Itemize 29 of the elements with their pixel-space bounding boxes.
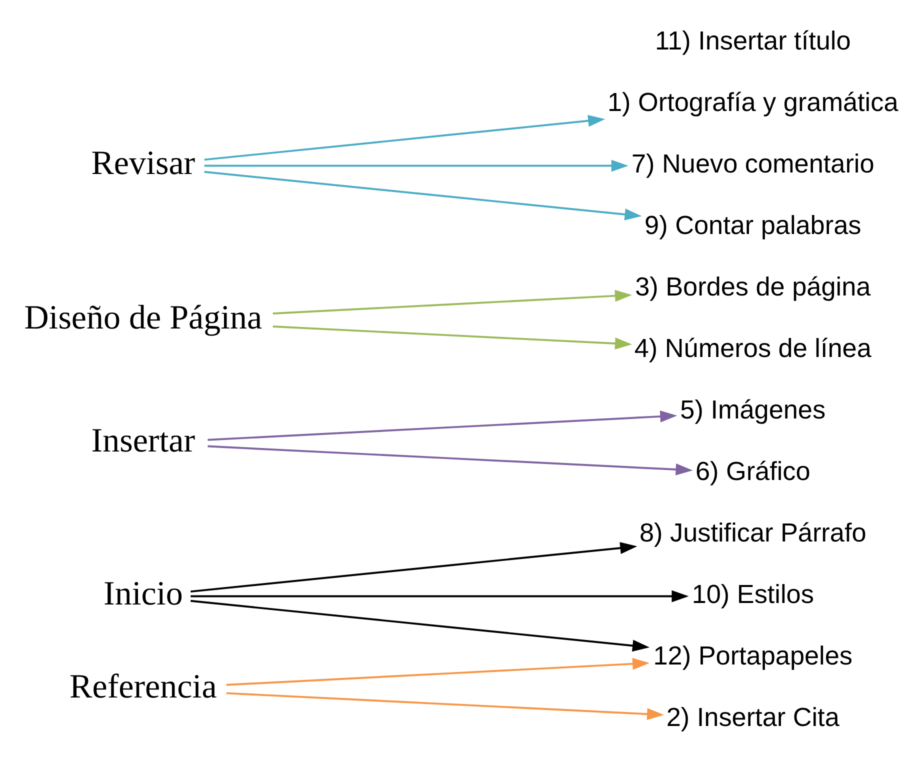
node-text: 7) Nuevo comentario — [631, 148, 874, 178]
arrow — [226, 692, 664, 720]
arrow — [208, 444, 693, 475]
node-text: 1) Ortografía y gramática — [608, 86, 898, 116]
node-text: 2) Insertar Cita — [666, 701, 840, 732]
arrow — [204, 170, 642, 220]
arrow — [272, 289, 632, 314]
node-text: 6) Gráfico — [695, 455, 810, 486]
node-text: Inicio — [104, 574, 183, 612]
arrow — [208, 410, 678, 440]
arrow — [204, 159, 628, 172]
node-text: Referencia — [70, 668, 217, 705]
node-text: 3) Bordes de página — [635, 270, 871, 301]
node-text: Insertar — [91, 422, 196, 459]
node-text: 10) Estilos — [692, 578, 814, 608]
node-text: 11) Insertar título — [654, 24, 851, 55]
node-text: 4) Números de línea — [634, 332, 872, 362]
node-text: 5) Imágenes — [680, 394, 826, 424]
arrow — [190, 599, 650, 652]
node-text: 12) Portapapeles — [653, 640, 852, 670]
arrow — [190, 542, 638, 592]
node-text: Revisar — [91, 144, 196, 182]
arrow — [204, 114, 606, 160]
node-text: 9) Contar palabras — [644, 209, 862, 240]
node-text: Diseño de Página — [24, 298, 262, 336]
arrow — [272, 325, 632, 349]
arrow — [190, 590, 689, 602]
arrow — [226, 657, 650, 686]
node-text: 8) Justificar Párrafo — [640, 516, 866, 547]
